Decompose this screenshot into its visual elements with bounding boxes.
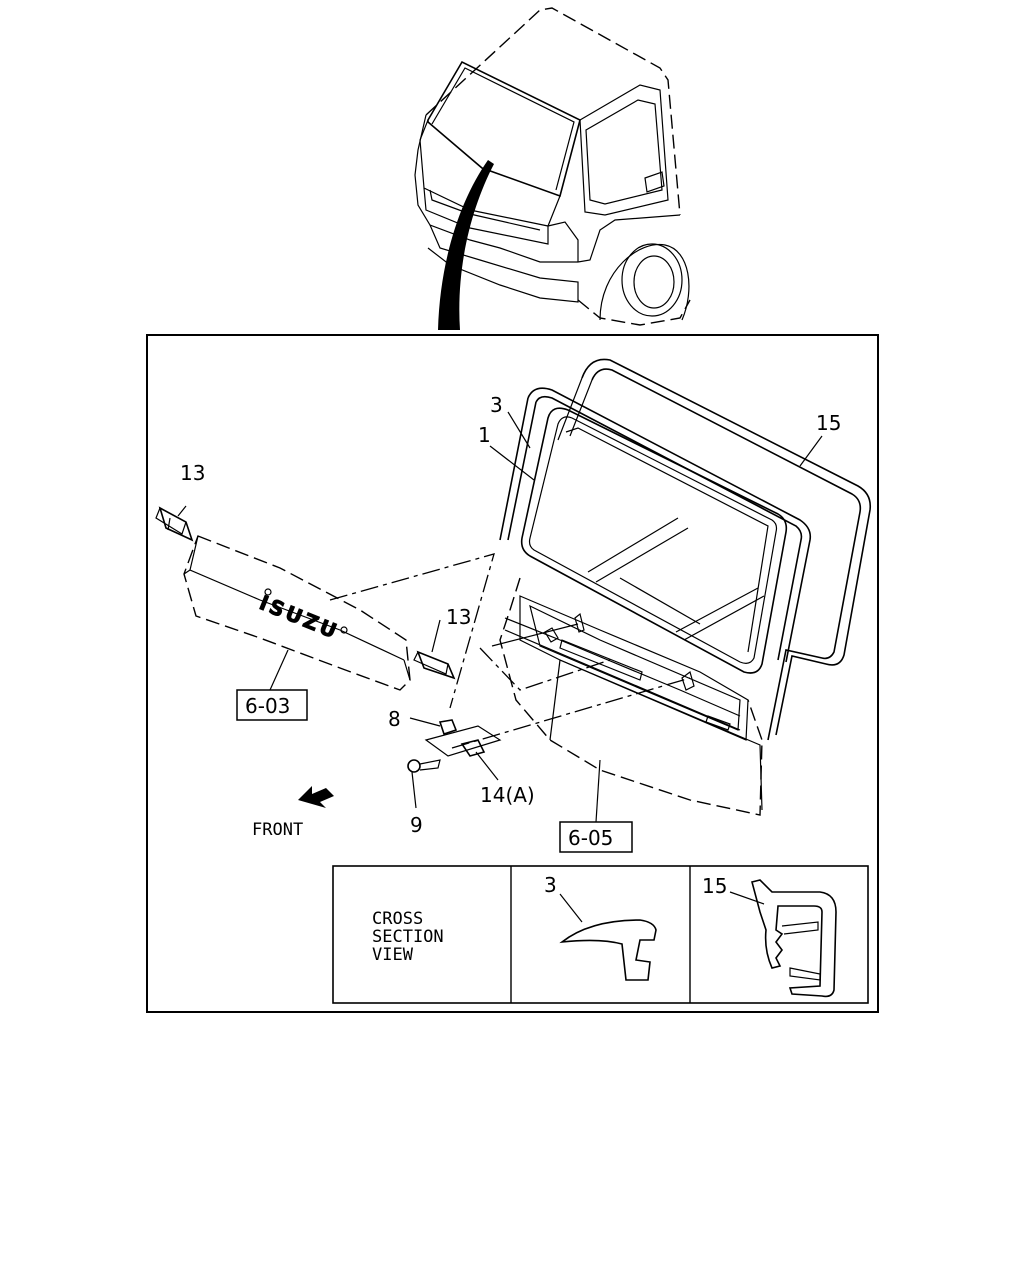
ref-box-6-03	[236, 689, 308, 721]
clip-part-13-left	[155, 505, 194, 542]
front-label: FRONT	[252, 820, 303, 840]
cross-section-label-15: 15	[702, 874, 727, 898]
label-part-1: 1	[478, 423, 491, 447]
cross-section-title-line-2: SECTION	[372, 927, 444, 947]
ref-label-6-03: 6-03	[245, 694, 290, 718]
label-part-13-left: 13	[180, 461, 205, 485]
fasteners	[407, 717, 502, 809]
moulding-part-3	[499, 387, 812, 663]
label-part-8: 8	[388, 707, 401, 731]
cross-section-title-line-1: CROSS	[372, 909, 423, 929]
cross-section-label-3: 3	[544, 873, 557, 897]
windshield-glass-part-1	[520, 407, 788, 674]
weatherstrip-profile-15	[751, 879, 837, 998]
label-part-3: 3	[490, 393, 503, 417]
front-panel-6-05	[499, 577, 763, 823]
grille-panel-6-03: ISUZU	[183, 535, 411, 691]
front-direction-arrow-icon	[298, 786, 334, 808]
truck-cab-illustration	[414, 7, 691, 330]
moulding-profile-3	[559, 919, 657, 981]
label-part-15: 15	[816, 411, 841, 435]
cross-section-title-line-3: VIEW	[372, 945, 414, 965]
clip-part-13-right	[413, 619, 456, 680]
cross-section-table: CROSS SECTION VIEW 3 15	[332, 865, 869, 1004]
diagram-frame	[146, 334, 879, 1013]
ref-label-6-05: 6-05	[568, 826, 613, 850]
ref-box-6-05	[559, 821, 633, 853]
label-part-14a: 14(A)	[480, 783, 535, 807]
grille-logo-text: ISUZU	[256, 590, 343, 644]
weatherstrip-part-15	[557, 358, 872, 741]
label-part-13-right: 13	[446, 605, 471, 629]
label-part-9: 9	[410, 813, 423, 837]
assembly-lines	[329, 553, 691, 749]
